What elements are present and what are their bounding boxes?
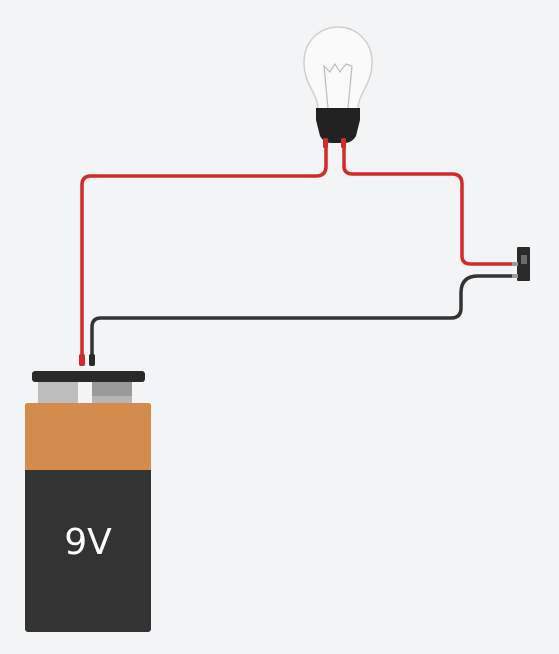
battery-cap	[32, 371, 145, 382]
bulb-filament	[323, 62, 353, 109]
battery-terminal-negative-ring	[92, 396, 132, 404]
negative-connector	[89, 354, 95, 366]
battery-band	[25, 403, 151, 470]
negative-wire[interactable]	[90, 274, 518, 362]
bulb-to-switch-wire[interactable]	[342, 143, 518, 266]
slide-switch[interactable]	[512, 247, 530, 281]
positive-connector	[79, 354, 85, 366]
light-bulb[interactable]	[303, 26, 373, 148]
battery-9v[interactable]: 9V	[25, 371, 151, 632]
bulb-lead-right	[341, 138, 346, 148]
battery-terminal-negative	[92, 378, 132, 398]
bulb-lead-left	[323, 138, 328, 148]
switch-pin-bottom	[512, 274, 518, 278]
switch-slider[interactable]	[521, 255, 527, 264]
bulb-base	[316, 108, 360, 143]
battery-terminal-positive	[38, 378, 78, 406]
switch-pin-top	[512, 262, 518, 266]
battery-label: 9V	[64, 522, 112, 563]
positive-wire[interactable]	[80, 143, 328, 362]
